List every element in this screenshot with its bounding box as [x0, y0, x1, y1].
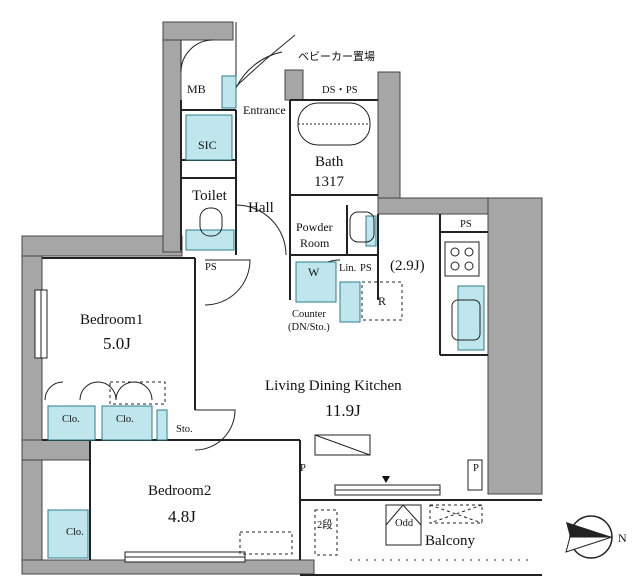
wall-mid-left: [21, 439, 91, 461]
label-bath: Bath: [315, 154, 344, 170]
wall-top-left: [162, 21, 234, 41]
label-bath-size: 1317: [314, 174, 345, 190]
label-odd: Odd: [395, 518, 414, 529]
entry-marker: [382, 476, 390, 483]
label-r: R: [378, 294, 386, 308]
north-arrow: N: [565, 515, 627, 559]
wall-pipe: [284, 69, 304, 101]
label-powder-2: Room: [300, 236, 330, 250]
fixtures: [109, 102, 530, 561]
label-ps-small: PS: [205, 262, 217, 273]
label-clo-3: Clo.: [66, 527, 84, 538]
label-counter-2: (DN/Sto.): [288, 322, 330, 333]
wall-right-upper: [377, 71, 401, 201]
label-step: 2段: [317, 518, 333, 531]
label-p-right: P: [473, 463, 479, 474]
windows: [34, 289, 483, 563]
label-sto: Sto.: [176, 424, 193, 435]
wall-upper-left: [21, 235, 183, 257]
label-toilet: Toilet: [192, 188, 228, 204]
north-label: N: [618, 531, 627, 545]
label-sic: SIC: [198, 138, 217, 152]
label-p-left: P: [300, 463, 306, 474]
label-ldk-area: 11.9J: [325, 401, 361, 420]
label-clo-1: Clo.: [62, 414, 80, 425]
label-dsps: DS・PS: [322, 85, 358, 96]
label-clo-2: Clo.: [116, 414, 134, 425]
label-powder-1: Powder: [296, 220, 333, 234]
label-hall: Hall: [248, 200, 274, 216]
label-kitchen-area: (2.9J): [390, 258, 425, 274]
label-ps-right: PS: [460, 219, 472, 230]
label-counter-1: Counter: [292, 309, 326, 320]
label-lin: Lin.: [339, 263, 356, 274]
label-ldk: Living Dining Kitchen: [265, 378, 402, 394]
storage-areas: [47, 75, 485, 559]
exterior-walls: [21, 21, 543, 575]
label-mb: MB: [187, 82, 206, 96]
label-bedroom2-area: 4.8J: [168, 507, 196, 526]
label-ps-lin: PS: [360, 263, 372, 274]
label-bedroom2: Bedroom2: [148, 483, 211, 499]
label-bedroom1-area: 5.0J: [103, 334, 131, 353]
label-bedroom1: Bedroom1: [80, 312, 143, 328]
label-w: W: [308, 265, 320, 279]
labels: MB ベビーカー置場 DS・PS Entrance SIC Bath 1317 …: [62, 50, 479, 549]
wall-right: [487, 197, 543, 495]
label-balcony: Balcony: [425, 533, 475, 549]
label-stroller: ベビーカー置場: [298, 50, 375, 63]
wall-right-step: [377, 197, 501, 215]
label-entrance: Entrance: [243, 103, 286, 117]
wall-entrance-left: [162, 21, 182, 253]
